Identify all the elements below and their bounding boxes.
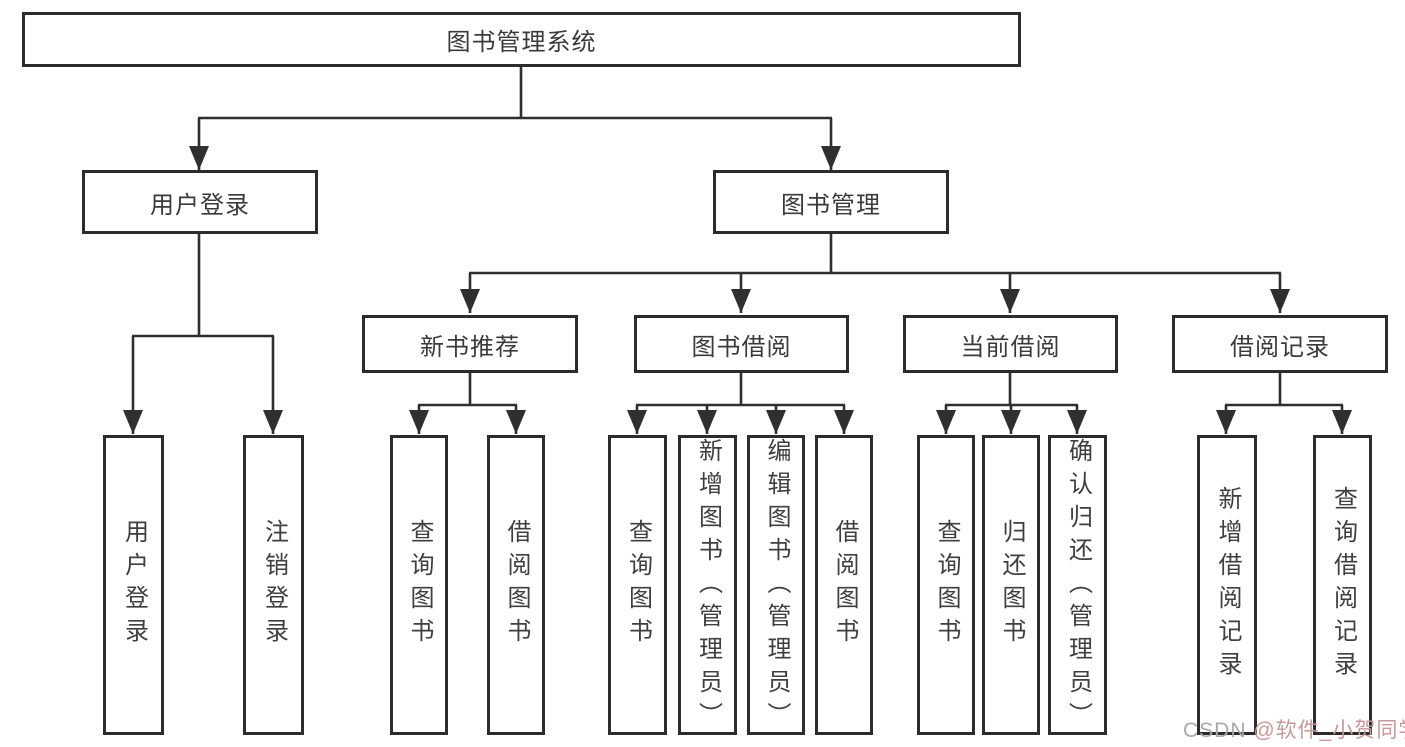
leaf-current-return-books: 归还图书 xyxy=(982,435,1040,735)
leaf-label: 注销登录 xyxy=(260,519,288,651)
leaf-newbook-query-books: 查询图书 xyxy=(390,435,448,735)
leaf-label: 查询图书 xyxy=(933,519,960,651)
watermark-prefix: CSDN xyxy=(1183,719,1254,742)
node-borrowing-records: 借阅记录 xyxy=(1172,315,1388,373)
node-label: 用户登录 xyxy=(150,191,250,219)
node-library-management-system: 图书管理系统 xyxy=(22,12,1021,67)
leaf-label: 查询图书 xyxy=(406,519,433,651)
csdn-watermark: CSDN @软件_小贺同学 xyxy=(1183,714,1405,744)
watermark-handle: @软件_小贺同学 xyxy=(1253,719,1405,742)
node-book-management: 图书管理 xyxy=(713,170,949,234)
node-label: 借阅记录 xyxy=(1230,333,1330,361)
leaf-current-query-books: 查询图书 xyxy=(917,435,975,735)
leaf-label: 借阅图书 xyxy=(831,519,858,651)
leaf-newbook-borrow-books: 借阅图书 xyxy=(487,435,545,735)
leaf-label: 编辑图书（管理员） xyxy=(763,438,790,735)
leaf-current-confirm-return-admin: 确认归还（管理员） xyxy=(1048,435,1107,735)
leaf-label: 用户登录 xyxy=(120,519,148,651)
leaf-label: 查询借阅记录 xyxy=(1329,486,1357,684)
leaf-label: 借阅图书 xyxy=(503,519,530,651)
leaf-label: 查询图书 xyxy=(624,519,652,651)
leaf-records-query-record: 查询借阅记录 xyxy=(1313,435,1372,735)
leaf-borrow-borrow-books: 借阅图书 xyxy=(815,435,873,735)
node-user-login: 用户登录 xyxy=(82,170,318,234)
node-label: 当前借阅 xyxy=(960,333,1061,361)
leaf-records-add-record: 新增借阅记录 xyxy=(1197,435,1257,735)
leaf-label: 归还图书 xyxy=(998,519,1025,651)
node-current-borrowing: 当前借阅 xyxy=(903,315,1118,373)
leaf-borrow-add-books-admin: 新增图书（管理员） xyxy=(678,435,737,735)
leaf-logout-login: 注销登录 xyxy=(243,435,304,735)
leaf-label: 新增借阅记录 xyxy=(1214,486,1241,684)
leaf-borrow-edit-books-admin: 编辑图书（管理员） xyxy=(747,435,805,735)
node-new-book-recommend: 新书推荐 xyxy=(362,315,578,373)
leaf-label: 确认归还（管理员） xyxy=(1064,438,1092,735)
node-book-borrowing: 图书借阅 xyxy=(634,315,849,373)
leaf-label: 新增图书（管理员） xyxy=(694,438,722,735)
node-label: 图书管理 xyxy=(781,191,881,219)
node-label: 新书推荐 xyxy=(420,333,520,361)
leaf-user-login: 用户登录 xyxy=(103,435,164,735)
node-label: 图书管理系统 xyxy=(446,29,597,56)
leaf-borrow-query-books: 查询图书 xyxy=(608,435,667,735)
node-label: 图书借阅 xyxy=(691,333,792,361)
